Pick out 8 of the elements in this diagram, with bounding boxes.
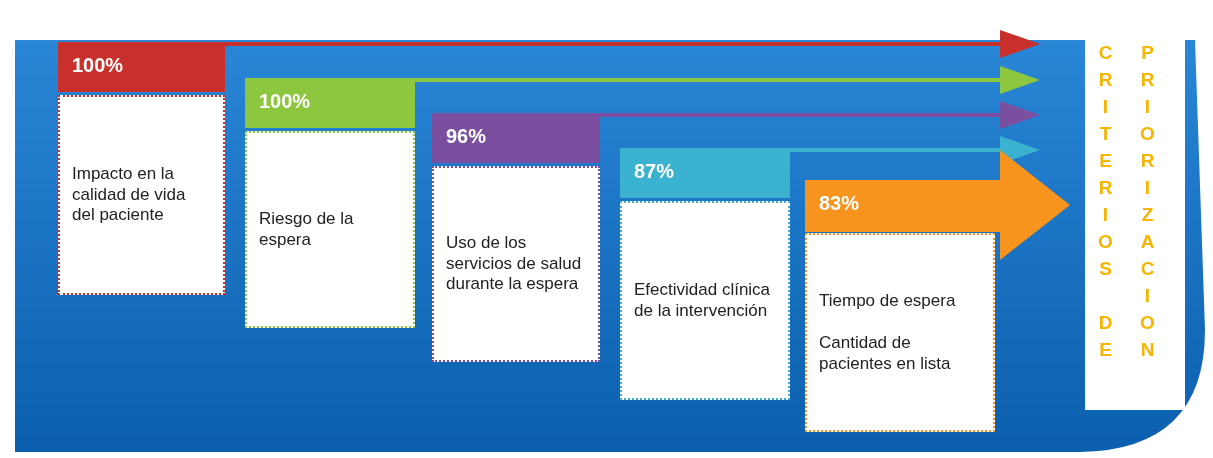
criterion-text: Impacto en la calidad de vida del paciente [72, 164, 187, 226]
vertical-title: PRIORIZACION [1136, 42, 1158, 366]
vertical-title: CRITERIOS DE [1094, 42, 1116, 366]
criterion-text: Cantidad de pacientes en lista [819, 333, 952, 375]
criterion-text: Riesgo de la espera [259, 209, 355, 250]
criterion-text: Efectividad clínica de la intervención [634, 280, 772, 321]
criterion-text: Tiempo de espera [819, 290, 957, 312]
criterion-text: Uso de los servicios de salud durante la espera [446, 233, 583, 295]
